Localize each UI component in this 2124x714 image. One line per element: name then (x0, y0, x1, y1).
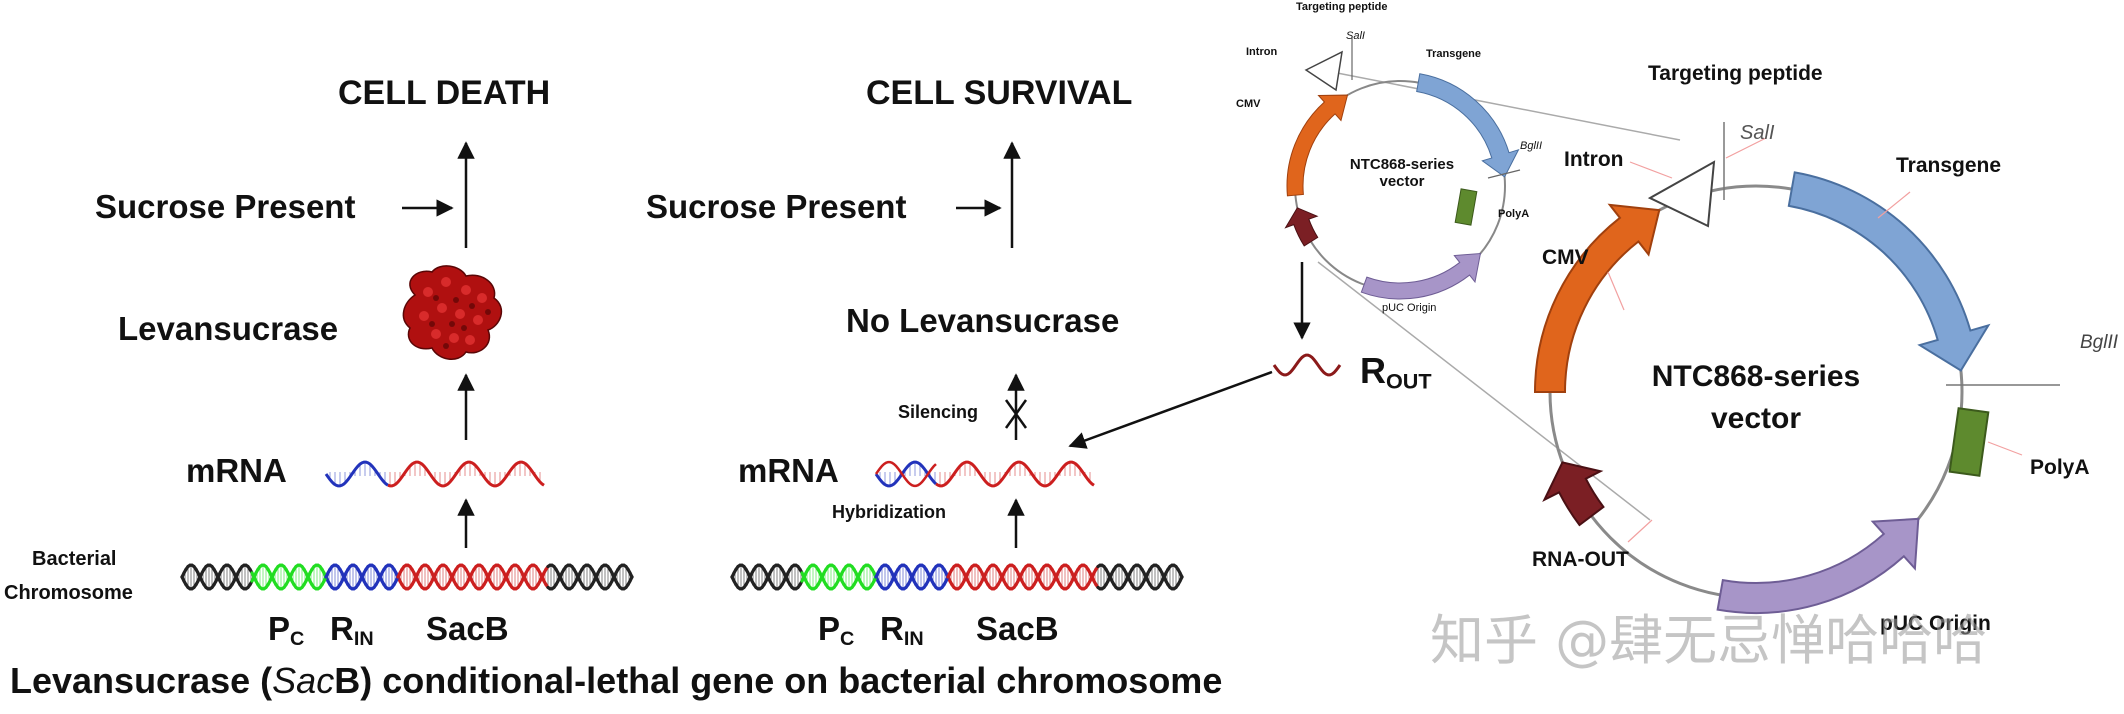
bacterial-chromosome-dna-left (180, 563, 634, 591)
sucrose-present-middle: Sucrose Present (646, 188, 907, 225)
small-polya-box (1454, 188, 1478, 226)
large-puc-arrow (1716, 517, 1920, 614)
small-puc-label: pUC Origin (1382, 302, 1437, 314)
small-transgene-label: Transgene (1426, 48, 1482, 60)
watermark-text: 知乎 @肆无忌惮哈哈哈 (1430, 609, 1988, 672)
chromosome-label-line1: Bacterial (32, 548, 117, 570)
cell-death-title: CELL DEATH (338, 74, 551, 112)
rout-hybridized-strand (874, 460, 937, 488)
zoom-line-top (1331, 71, 1681, 141)
chromosome-label-line2: Chromosome (4, 582, 133, 604)
small-sali-label: SalI (1346, 30, 1365, 42)
zoom-line-bottom (1317, 261, 1651, 521)
small-bglii-label: BglII (1520, 140, 1543, 152)
mrna-wave-middle (874, 460, 1095, 488)
small-rnaout-arrow (1284, 207, 1319, 247)
levansucrase-protein-icon (402, 265, 503, 360)
large-intron-triangle (1647, 160, 1716, 228)
large-intron-label: Intron (1564, 148, 1624, 171)
rin-label-left: RIN (330, 610, 374, 650)
mrna-label-left: mRNA (186, 452, 287, 489)
rout-label: ROUT (1360, 350, 1432, 394)
dna-strand (1178, 571, 1184, 579)
silencing-block-x-icon (1004, 399, 1028, 429)
mrna-rin-segment (874, 460, 938, 488)
large-polya-box (1948, 407, 1990, 477)
silencing-label: Silencing (898, 402, 979, 422)
mrna-wave-left (324, 460, 545, 488)
large-bglii-label: BglII (2080, 332, 2119, 353)
figure-caption: Levansucrase (SacB) conditional-lethal g… (10, 660, 1223, 701)
small-transgene-arrow (1416, 73, 1520, 178)
small-intron-triangle (1304, 50, 1343, 92)
hybridization-label: Hybridization (832, 502, 947, 522)
small-cmv-label: CMV (1236, 98, 1261, 110)
large-cmv-label: CMV (1542, 246, 1589, 269)
small-cmv-arrow (1286, 94, 1349, 197)
large-rnaout-arrow (1542, 461, 1605, 527)
large-polya-label: PolyA (2030, 456, 2090, 479)
pc-label-middle: PC (818, 610, 855, 650)
small-puc-arrow (1360, 252, 1482, 300)
bacterial-chromosome-dna-middle (730, 563, 1184, 591)
large-transgene-arrow (1787, 171, 1991, 372)
levansucrase-label: Levansucrase (118, 310, 339, 347)
small-targeting-label: Targeting peptide (1296, 1, 1388, 13)
arrow-rout-to-mrna (1068, 370, 1273, 449)
large-plasmid-map (1533, 122, 2060, 614)
small-polya-label: PolyA (1498, 208, 1530, 220)
sacb-label-left: SacB (426, 610, 509, 647)
large-transgene-label: Transgene (1896, 154, 2002, 177)
mrna-rin-segment (324, 460, 389, 488)
small-intron-label: Intron (1246, 46, 1278, 58)
pc-label-left: PC (268, 610, 305, 650)
rin-label-middle: RIN (880, 610, 924, 650)
no-levansucrase-label: No Levansucrase (846, 302, 1120, 339)
rout-rna-wave (1272, 353, 1342, 377)
large-puc-label: pUC Origin (1880, 612, 1991, 635)
mrna-sacb-segment (387, 460, 545, 488)
sacb-label-middle: SacB (976, 610, 1059, 647)
sucrose-present-left: Sucrose Present (95, 188, 356, 225)
large-cmv-arrow (1533, 203, 1661, 393)
small-plasmid-map (1284, 38, 1521, 300)
mrna-label-middle: mRNA (738, 452, 839, 489)
large-rnaout-label: RNA-OUT (1532, 548, 1629, 571)
large-sali-label: SalI (1740, 122, 1775, 144)
cell-survival-title: CELL SURVIVAL (866, 74, 1133, 112)
dna-strand (628, 571, 634, 579)
large-targeting-label: Targeting peptide (1648, 62, 1823, 85)
